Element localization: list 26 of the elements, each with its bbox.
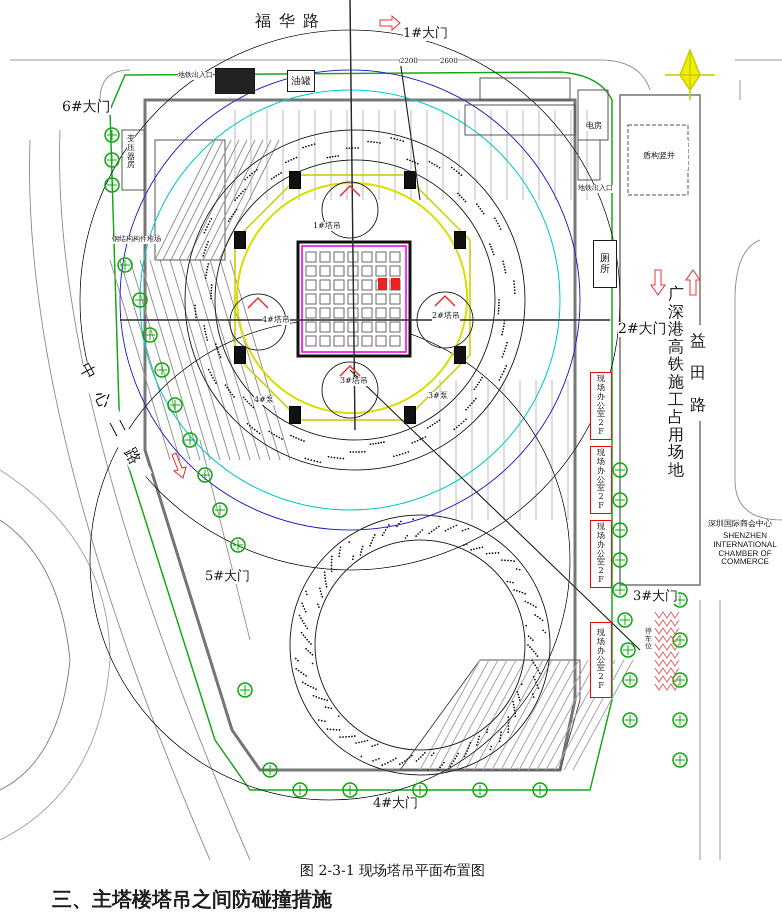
figure-caption: 图 2-3-1 现场塔吊平面布置图: [300, 864, 486, 880]
gate-label: 5#大门: [205, 570, 250, 584]
tank-box: 油罐: [287, 70, 315, 92]
room-label: 电房: [586, 122, 602, 131]
pump-label: 3#泵: [428, 392, 448, 401]
crane-label: 1#塔吊: [313, 222, 341, 231]
toilet-box: 厕所: [593, 240, 617, 288]
area-label: 广深港高铁施工占用场地: [668, 285, 684, 479]
office-box: 现场办公室2F: [590, 446, 612, 514]
office-box: 现场办公室2F: [590, 520, 612, 588]
gate-label: 6#大门: [62, 100, 111, 116]
building-label: 深圳国际商会中心: [708, 520, 772, 529]
crane-label: 4#塔吊: [262, 316, 290, 325]
pump-label: 4#泵: [254, 396, 274, 405]
gate-label: 2#大门: [618, 322, 667, 338]
section-heading: 三、主塔楼塔吊之间防碰撞措施: [52, 888, 332, 910]
gate-label: 3#大门: [633, 590, 678, 604]
road-name: 益田路: [690, 325, 706, 421]
crane-label: 2#塔吊: [432, 312, 460, 321]
gate-label: 1#大门: [403, 27, 448, 42]
building-label: SHENZHEN INTERNATIONAL CHAMBER OF COMMERCE: [712, 532, 778, 568]
crane-label: 3#塔吊: [340, 377, 368, 386]
office-box: 现场办公室2F: [590, 372, 612, 440]
gate-label: 4#大门: [373, 797, 418, 812]
room-label: 变压器房: [127, 135, 135, 170]
office-box: 现场办公室2F: [590, 622, 612, 698]
